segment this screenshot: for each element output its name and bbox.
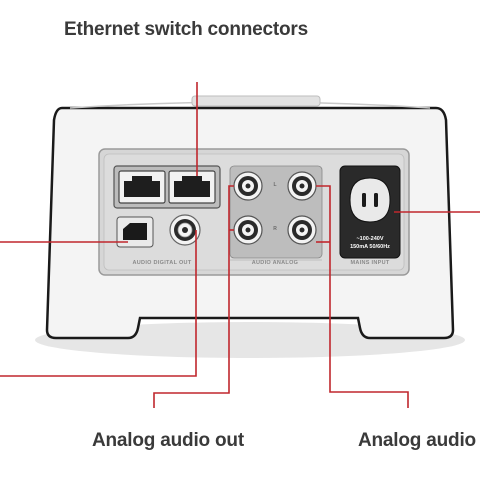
label-audio-analog: AUDIO ANALOG: [252, 260, 298, 266]
label-mains-input: MAINS INPUT: [350, 260, 389, 266]
analog-in-right-jack[interactable]: [287, 215, 317, 245]
ethernet-port-2[interactable]: [168, 170, 216, 204]
leader-digital-coax: [0, 230, 197, 377]
analog-out-left-jack[interactable]: [233, 171, 263, 201]
ethernet-ports: [113, 165, 221, 209]
leader-analog-in: [316, 185, 409, 408]
mains-rating-current: 150mA 50/60Hz: [350, 244, 390, 250]
coax-digital-jack[interactable]: [169, 214, 201, 246]
label-audio-digital-out: AUDIO DIGITAL OUT: [133, 260, 192, 266]
optical-port[interactable]: [116, 216, 154, 248]
device-shadow: [35, 322, 465, 358]
mains-rating-voltage: ~100-240V: [356, 236, 383, 242]
ethernet-port-1[interactable]: [118, 170, 166, 204]
callout-analog-out: Analog audio out: [92, 430, 244, 451]
mains-input[interactable]: ~100-240V 150mA 50/60Hz: [339, 165, 401, 259]
analog-out-right-jack[interactable]: [233, 215, 263, 245]
analog-in-left-jack[interactable]: [287, 171, 317, 201]
jack-r-mark: R: [273, 226, 277, 232]
callout-ethernet: Ethernet switch connectors: [64, 19, 308, 40]
top-slot: [191, 95, 321, 107]
callout-analog-in: Analog audio: [358, 430, 476, 451]
leader-lines: [0, 82, 480, 408]
jack-l-mark: L: [273, 182, 276, 188]
leader-analog-out: [153, 185, 234, 408]
power-socket: [349, 177, 391, 223]
